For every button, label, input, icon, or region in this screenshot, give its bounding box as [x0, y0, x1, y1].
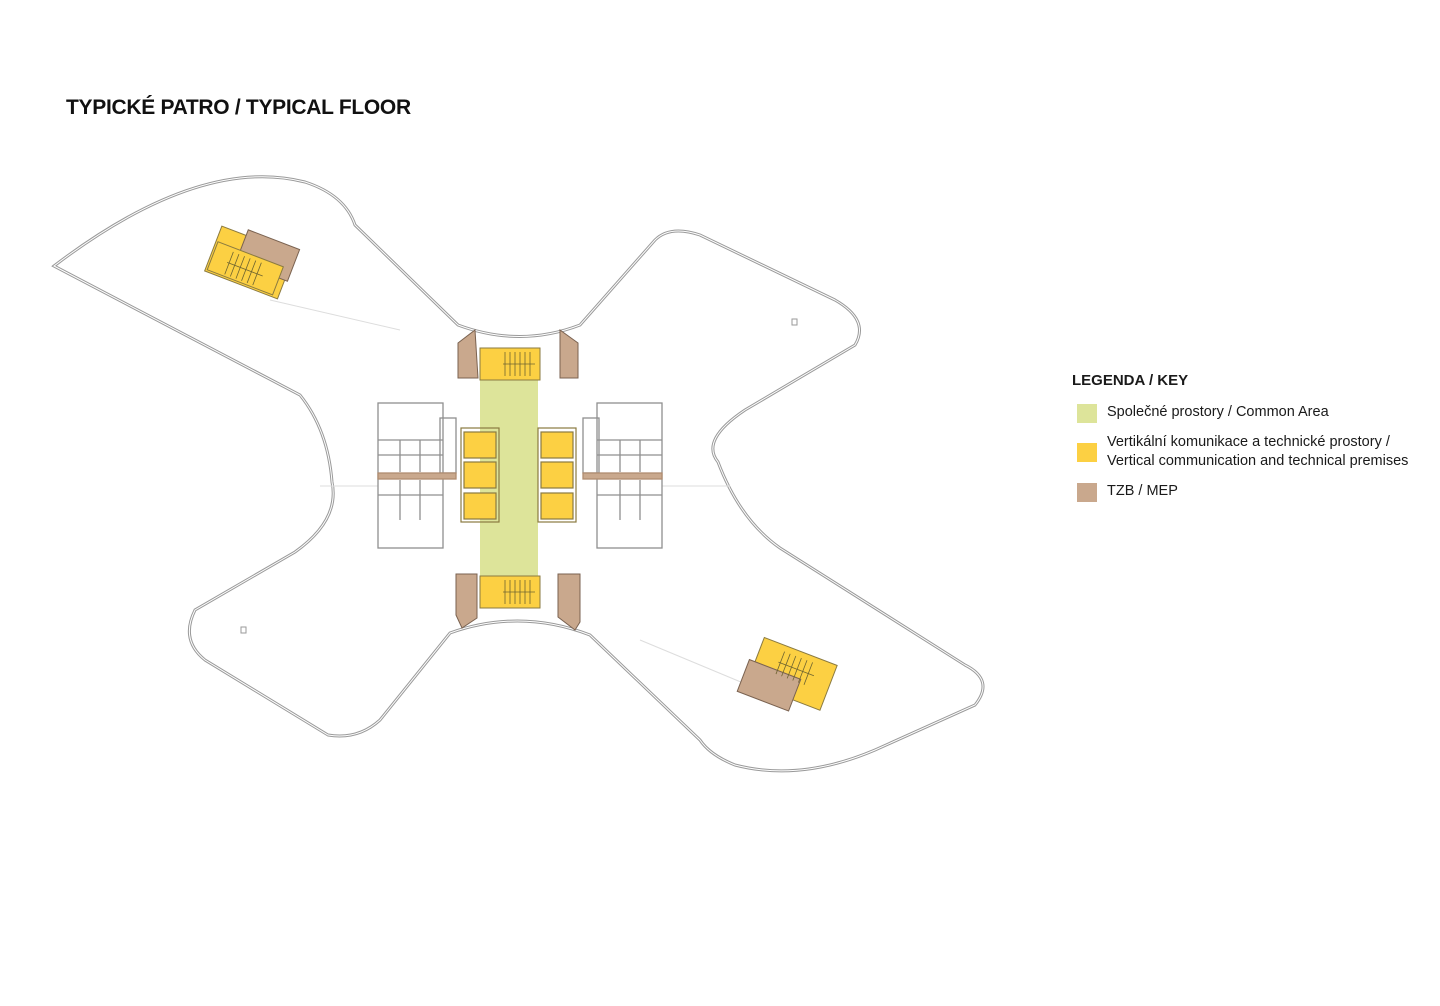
north-stair-core [457, 329, 579, 381]
northwest-escape-stair [203, 225, 301, 300]
legend-label: TZB / MEP [1107, 483, 1178, 499]
legend-label: Vertikální komunikace a technické prosto… [1107, 434, 1390, 450]
west-elevator-bank [460, 427, 500, 523]
legend-title: LEGENDA / KEY [1072, 372, 1189, 389]
legend-label: Společné prostory / Common Area [1107, 404, 1329, 420]
legend-item-mep: TZB / MEP [1072, 482, 1432, 502]
legend-item-common-area: Společné prostory / Common Area [1072, 403, 1432, 423]
column-markers [240, 318, 798, 634]
interior-guides [269, 299, 761, 691]
page-title: TYPICKÉ PATRO / TYPICAL FLOOR [66, 96, 411, 119]
mep-swatch [1077, 483, 1097, 502]
legend-item-vertical-communication: Vertikální komunikace a technické prosto… [1072, 433, 1432, 471]
vertical-communication-swatch [1077, 443, 1097, 462]
west-toilets [377, 402, 457, 549]
legend: LEGENDA / KEY Společné prostory / Common… [1072, 372, 1432, 512]
common-area-swatch [1077, 404, 1097, 423]
east-toilets [582, 402, 663, 549]
east-elevator-bank [537, 427, 577, 523]
south-stair-core [455, 573, 581, 631]
legend-label: Vertical communication and technical pre… [1107, 453, 1409, 469]
southeast-escape-stair [736, 636, 838, 712]
